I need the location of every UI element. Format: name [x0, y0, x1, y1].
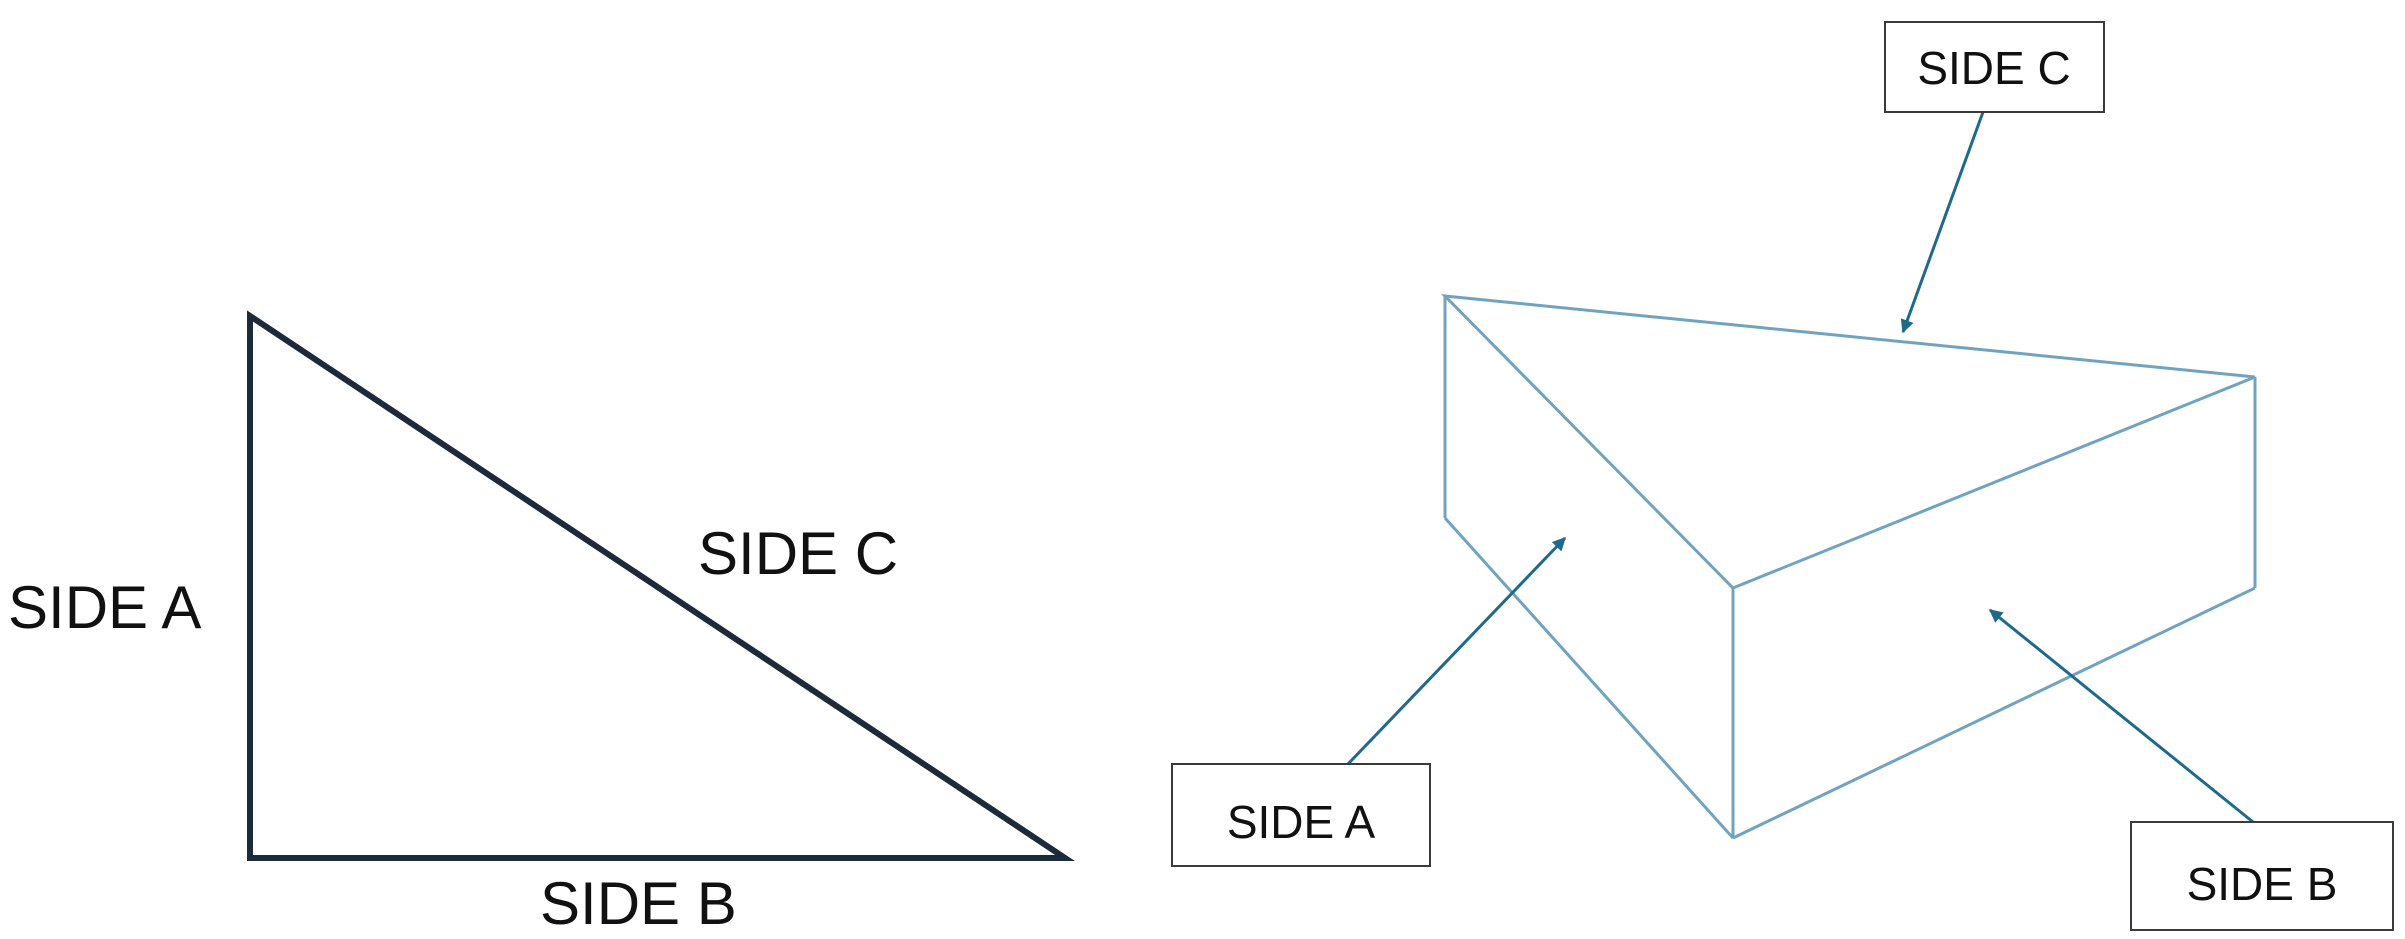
- side-b-callout-box: [2130, 821, 2394, 931]
- triangle-side-a-label: SIDE A: [8, 574, 201, 641]
- triangle-side-c-label: SIDE C: [698, 520, 898, 587]
- side-a-callout: SIDE A: [1171, 763, 1431, 867]
- side-a-callout-arrow: [1346, 536, 1567, 766]
- side-b-callout-arrow: [1988, 608, 2254, 824]
- side-b-callout: SIDE B: [2130, 821, 2394, 931]
- side-a-callout-box: [1171, 763, 1431, 867]
- triangle-side-b-label: SIDE B: [540, 870, 737, 937]
- side-a-callout-label: SIDE A: [1227, 796, 1376, 848]
- right-triangle-2d: SIDE A SIDE C SIDE B: [8, 310, 1075, 937]
- prism-top-face: [1441, 294, 2256, 590]
- triangular-prism-3d: [1441, 294, 2257, 840]
- prism-bottom-right-edge: [1732, 586, 2256, 840]
- side-b-callout-label: SIDE B: [2187, 858, 2338, 910]
- side-c-callout: SIDE C: [1884, 21, 2105, 113]
- triangle-outline: [247, 310, 1075, 861]
- side-c-callout-label: SIDE C: [1917, 42, 2070, 94]
- callout-arrows: [1346, 111, 2254, 824]
- prism-bottom-left-edge: [1443, 516, 1735, 840]
- side-c-callout-arrow: [1900, 111, 1985, 334]
- side-c-callout-box: [1884, 21, 2105, 113]
